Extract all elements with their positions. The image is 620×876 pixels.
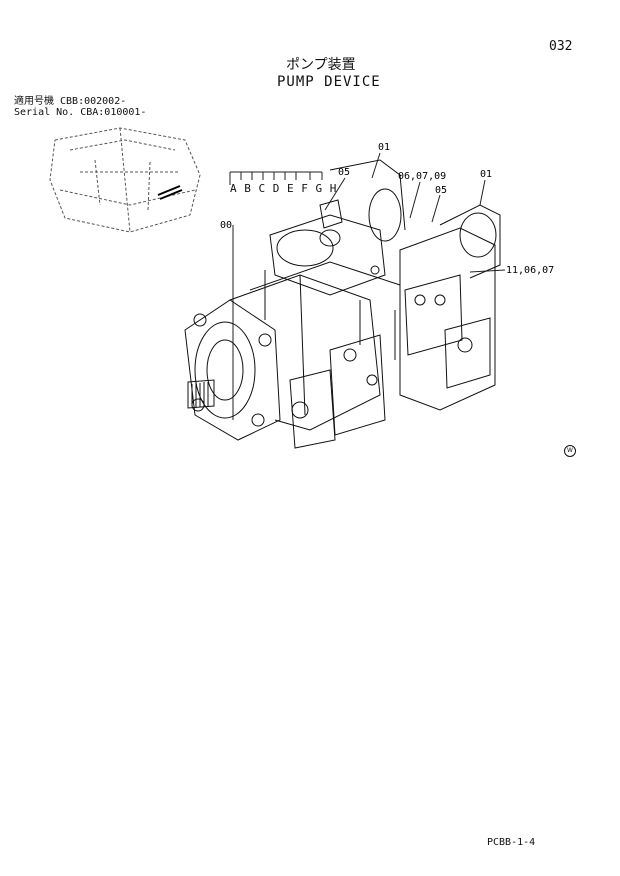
callout-05-right: 05 — [435, 185, 447, 196]
leader-110607 — [469, 269, 506, 273]
leader-05a — [324, 177, 346, 211]
leader-05b — [431, 194, 441, 223]
leader-01b — [479, 179, 486, 206]
leader-060709 — [409, 181, 421, 219]
page-number: 032 — [549, 39, 573, 54]
callout-05-left: 05 — [338, 167, 350, 178]
pump-body — [184, 159, 501, 449]
letters-bracket — [229, 171, 323, 185]
callout-00: 00 — [220, 220, 232, 231]
callout-letters: A B C D E F G H — [230, 182, 337, 195]
page-title-japanese: ポンプ装置 — [286, 57, 356, 73]
applicable-models: 適用号機 CBB:002002- — [14, 96, 127, 107]
callout-01-right: 01 — [480, 169, 492, 180]
callout-01-left: 01 — [378, 142, 390, 153]
page-title: PUMP DEVICE — [277, 74, 381, 90]
highlight-mark — [157, 185, 183, 200]
watermark-mark: W — [564, 445, 576, 457]
serial-number: Serial No. CBA:010001- — [14, 107, 147, 118]
callout-06-07-09: 06,07,09 — [398, 171, 446, 182]
machine-locator-thumbnail — [49, 127, 201, 233]
callout-11-06-07: 11,06,07 — [506, 265, 554, 276]
leader-01a — [371, 152, 381, 179]
footer-code: PCBB-1-4 — [487, 837, 536, 848]
